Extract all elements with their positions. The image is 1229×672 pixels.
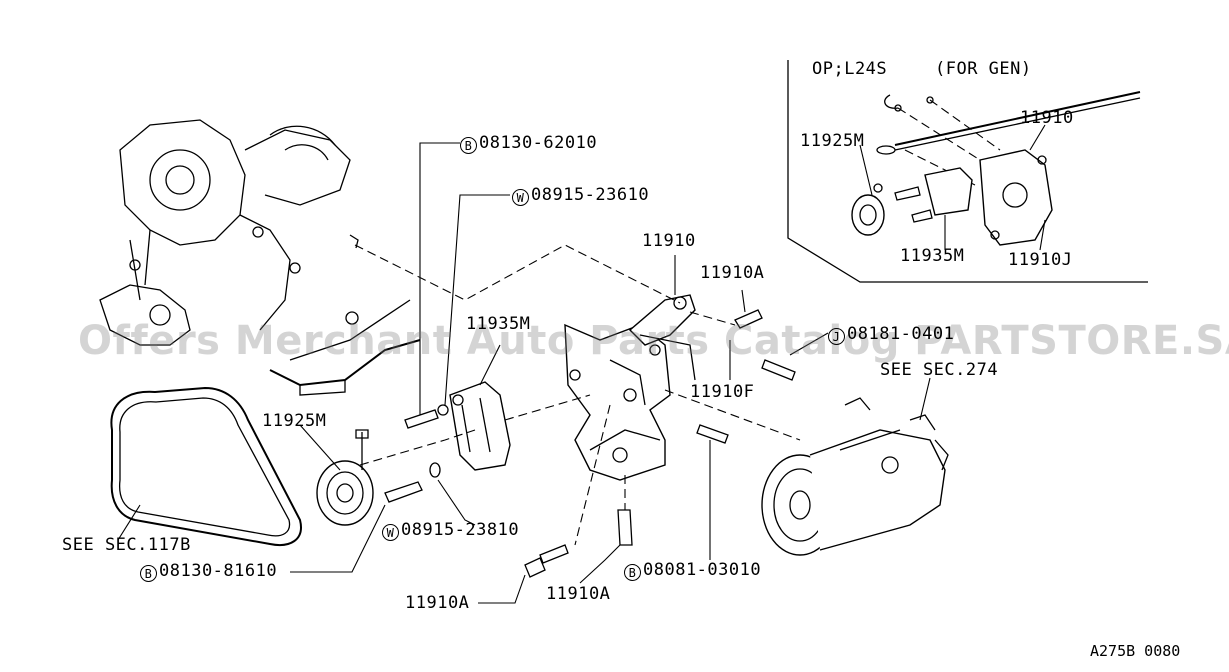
label-11925m: 11925M xyxy=(262,411,327,431)
b-circle-mark-lower-left: B xyxy=(140,565,157,582)
alignment-lines xyxy=(354,244,801,546)
watermark: Offers Merchant Auto Parts Catalog PARTS… xyxy=(78,318,1229,364)
ac-compressor xyxy=(761,397,949,556)
inset-parts xyxy=(851,91,1141,246)
w-circle-mark-lower: W xyxy=(382,524,399,541)
washer-lower xyxy=(429,462,441,478)
w-circle-mark: W xyxy=(512,189,529,206)
j-circle-mark: J xyxy=(828,328,845,345)
label-11910a-right: 11910A xyxy=(700,263,765,283)
b-circle-mark-lower-right: B xyxy=(624,564,641,581)
label-inset-11925m: 11925M xyxy=(800,131,865,151)
label-11910f: 11910F xyxy=(690,382,755,402)
label-11910: 11910 xyxy=(642,231,696,251)
bolt-upper xyxy=(404,409,439,429)
label-11910a-bottom-1: 11910A xyxy=(405,593,470,613)
label-inset-11935m: 11935M xyxy=(900,246,965,266)
engine-block xyxy=(99,119,421,396)
label-11910a-bottom-2: 11910A xyxy=(546,584,611,604)
drive-belt xyxy=(110,386,302,546)
idler-bracket xyxy=(449,381,511,471)
b-circle-mark: B xyxy=(460,137,477,154)
bolt-lower xyxy=(384,481,423,503)
label-see-sec-117b: SEE SEC.117B xyxy=(62,535,191,555)
label-11935m: 11935M xyxy=(466,314,531,334)
label-op-variant: OP;L24S xyxy=(812,59,888,79)
label-inset-11910: 11910 xyxy=(1020,108,1074,128)
leader-lines xyxy=(117,124,1046,604)
idler-pulley xyxy=(316,429,374,526)
label-for-gen: (FOR GEN) xyxy=(935,59,1032,79)
figure-reference-code: A275B 0080 xyxy=(1090,642,1181,660)
label-see-sec-274: SEE SEC.274 xyxy=(880,360,999,380)
inset-frame xyxy=(787,60,1148,283)
adjusting-link xyxy=(628,294,696,381)
label-inset-11910j: 11910J xyxy=(1008,250,1073,270)
